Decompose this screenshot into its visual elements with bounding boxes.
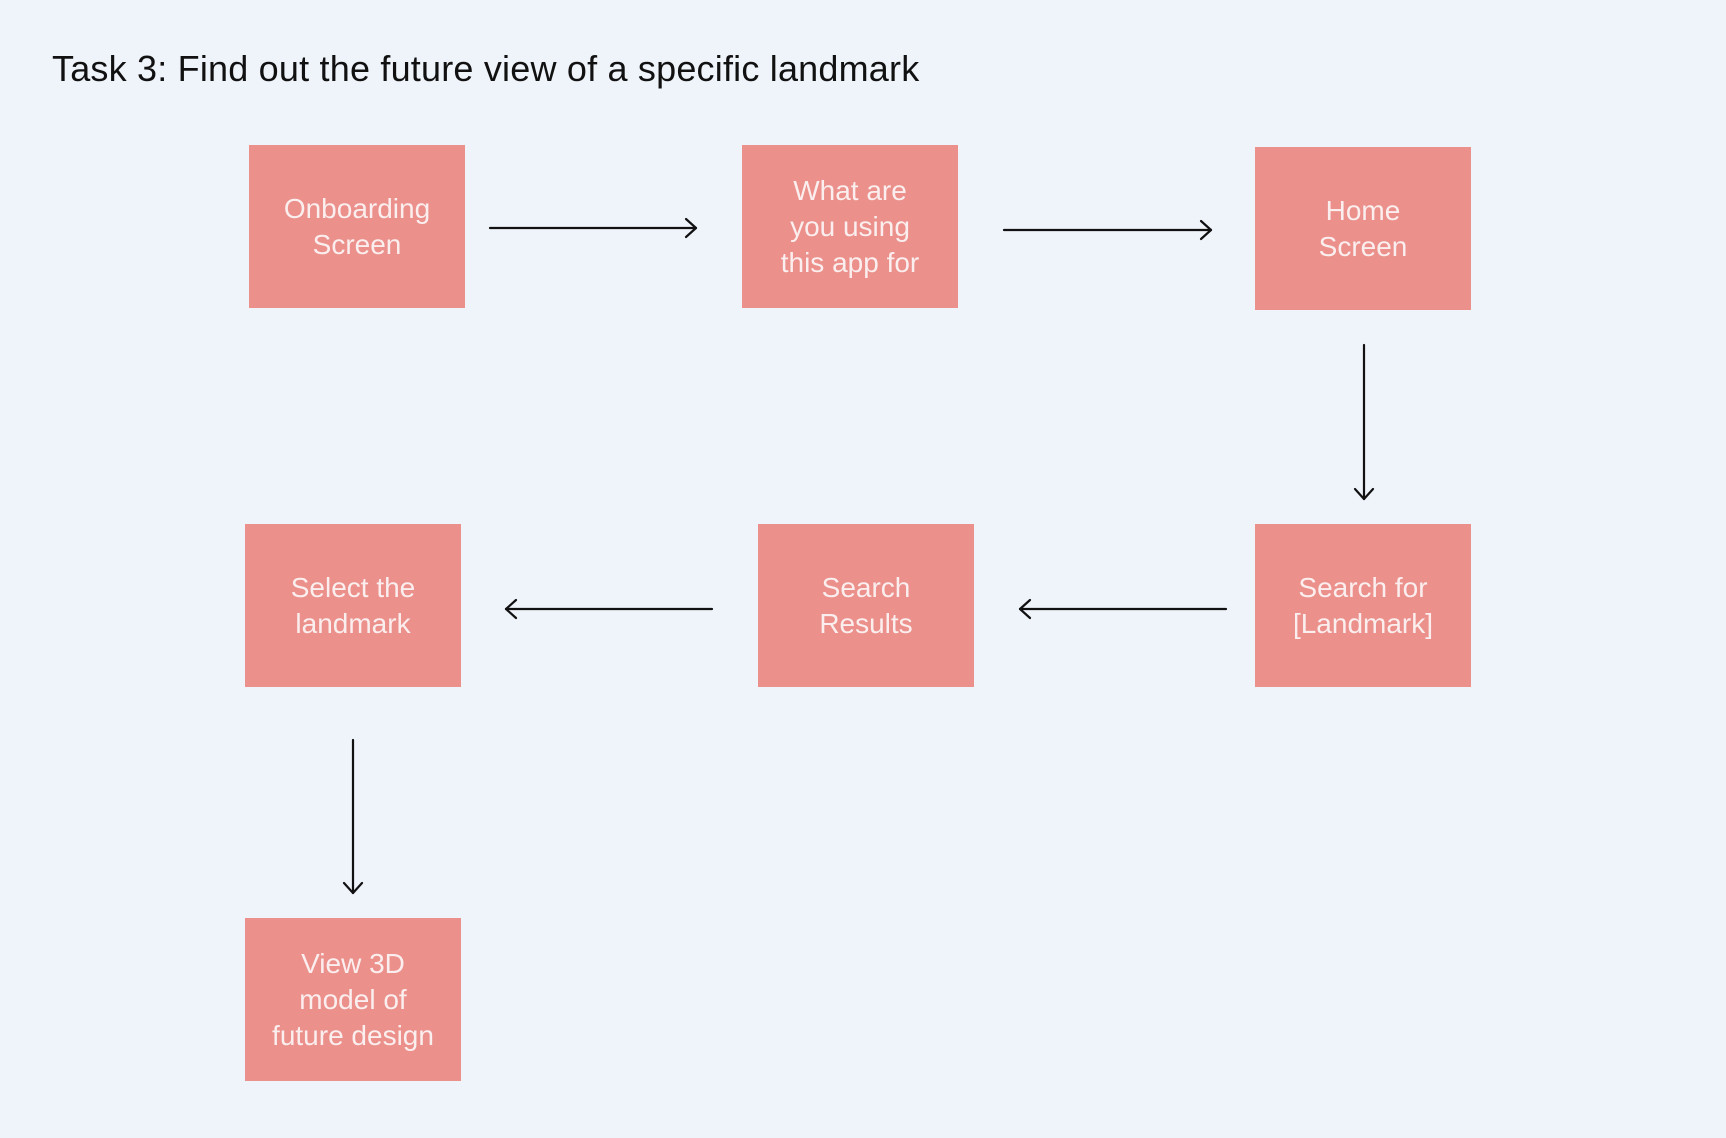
node-label: Onboarding Screen bbox=[283, 192, 431, 260]
node-label: Home Screen bbox=[1318, 194, 1408, 262]
arrow-home-to-search-for bbox=[1353, 343, 1375, 501]
node-what-are-you-using: What are you using this app for bbox=[742, 145, 958, 308]
arrow-usage-to-home bbox=[1002, 219, 1213, 241]
node-label: Select the landmark bbox=[290, 571, 416, 639]
diagram-title: Task 3: Find out the future view of a sp… bbox=[52, 48, 920, 89]
node-label: View 3D model of future design bbox=[272, 947, 434, 1051]
node-select-landmark: Select the landmark bbox=[245, 524, 461, 687]
node-search-for-landmark: Search for [Landmark] bbox=[1255, 524, 1471, 687]
node-view-3d-model: View 3D model of future design bbox=[245, 918, 461, 1081]
node-onboarding-screen: Onboarding Screen bbox=[249, 145, 465, 308]
node-label: What are you using this app for bbox=[780, 174, 920, 278]
node-search-results: Search Results bbox=[758, 524, 974, 687]
arrow-select-to-view3d bbox=[342, 738, 364, 895]
node-home-screen: Home Screen bbox=[1255, 147, 1471, 310]
arrow-results-to-select bbox=[504, 598, 714, 620]
arrow-search-for-to-results bbox=[1018, 598, 1228, 620]
node-label: Search for [Landmark] bbox=[1292, 571, 1434, 639]
arrow-onboarding-to-usage bbox=[488, 217, 698, 239]
node-label: Search Results bbox=[819, 571, 913, 639]
